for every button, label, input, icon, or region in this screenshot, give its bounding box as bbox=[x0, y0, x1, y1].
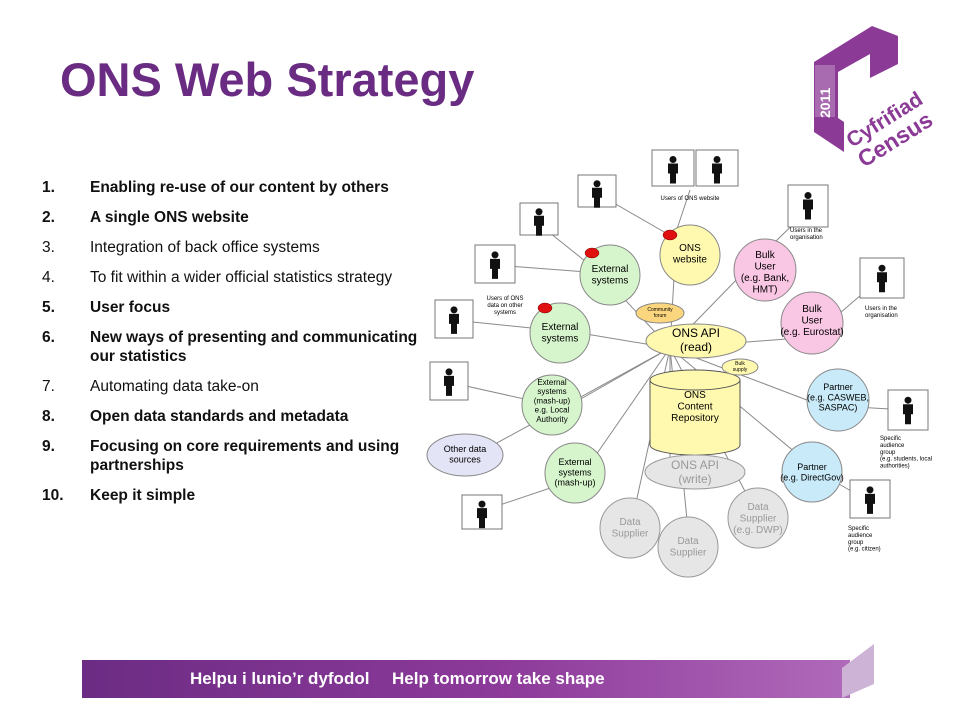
list-item: 7. Automating data take-on bbox=[42, 377, 422, 396]
partner-node-1: Partner(e.g. CASWEB,SASPAC) bbox=[806, 368, 870, 432]
person-boxes bbox=[429, 149, 929, 530]
list-item-text: Automating data take-on bbox=[90, 378, 259, 395]
footer-tail bbox=[842, 644, 874, 698]
person-icon bbox=[787, 184, 829, 228]
list-item: 3. Integration of back office systems bbox=[42, 238, 422, 257]
list-item-number: 4. bbox=[42, 269, 55, 286]
list-item-number: 1. bbox=[42, 179, 55, 196]
list-item-text: To fit within a wider official statistic… bbox=[90, 269, 393, 286]
list-item: 1. Enabling re-use of our content by othe… bbox=[42, 178, 422, 197]
partner-label-2: Partner(e.g. DirectGov) bbox=[780, 462, 844, 482]
list-item: 8. Open data standards and metadata bbox=[42, 407, 422, 426]
person-icon bbox=[859, 257, 905, 299]
api-write-label: ONS API(write) bbox=[671, 458, 719, 486]
list-item-number: 5. bbox=[42, 299, 55, 316]
person-icon bbox=[519, 202, 559, 236]
api-read-node: ONS API(read) bbox=[645, 323, 747, 359]
footer-welsh: Helpu i lunio’r dyfodol bbox=[190, 669, 370, 688]
list-item: 9. Focusing on core requirements and usin… bbox=[42, 437, 422, 475]
person-icon bbox=[695, 149, 739, 187]
list-item: 4. To fit within a wider official statist… bbox=[42, 268, 422, 287]
caption-users-ons-website: Users of ONS website bbox=[660, 196, 720, 202]
list-item: 5. User focus bbox=[42, 298, 422, 317]
list-item-text: A single ONS website bbox=[90, 209, 249, 226]
census-logo: 2011 Cyfrifiad Census bbox=[814, 26, 937, 170]
list-item-number: 10. bbox=[42, 487, 64, 504]
person-icon bbox=[577, 174, 617, 208]
partner-label-1: Partner(e.g. CASWEB,SASPAC) bbox=[807, 382, 869, 413]
list-item-text: Focusing on core requirements and using … bbox=[90, 438, 400, 474]
person-icon bbox=[429, 361, 469, 401]
list-item: 10. Keep it simple bbox=[42, 486, 422, 505]
list-item-number: 9. bbox=[42, 438, 55, 455]
api-write-node: ONS API(write) bbox=[644, 454, 746, 490]
red-markers bbox=[537, 229, 678, 314]
logo-year-box bbox=[815, 65, 835, 117]
footer-banner: Helpu i lunio’r dyfodol Help tomorrow ta… bbox=[82, 660, 850, 698]
list-item: 6. New ways of presenting and communicati… bbox=[42, 328, 422, 366]
list-item-text: Keep it simple bbox=[90, 487, 196, 504]
page-title: ONS Web Strategy bbox=[60, 53, 475, 106]
strategy-list: 1. Enabling re-use of our content by othe… bbox=[42, 178, 422, 516]
partner-node-2: Partner(e.g. DirectGov) bbox=[780, 441, 844, 503]
list-item-number: 3. bbox=[42, 239, 55, 256]
logo-year: 2011 bbox=[817, 87, 833, 118]
person-icon bbox=[849, 479, 891, 519]
list-item-text: Integration of back office systems bbox=[90, 239, 320, 256]
footer-english: Help tomorrow take shape bbox=[392, 669, 605, 688]
list-item-number: 8. bbox=[42, 408, 55, 425]
person-icon bbox=[474, 244, 516, 284]
person-icon bbox=[434, 299, 474, 339]
list-item-text: Enabling re-use of our content by others bbox=[90, 179, 389, 196]
person-icon bbox=[651, 149, 695, 187]
census-c-shape bbox=[814, 26, 898, 152]
list-item: 2. A single ONS website bbox=[42, 208, 422, 227]
list-item-number: 7. bbox=[42, 378, 55, 395]
list-item-text: New ways of presenting and communicating… bbox=[90, 329, 418, 365]
list-item-number: 6. bbox=[42, 329, 55, 346]
list-item-text: User focus bbox=[90, 299, 171, 316]
list-item-number: 2. bbox=[42, 209, 55, 226]
list-item-text: Open data standards and metadata bbox=[90, 408, 349, 425]
person-icon bbox=[461, 494, 503, 530]
api-read-label: ONS API(read) bbox=[672, 326, 720, 354]
person-icon bbox=[887, 389, 929, 431]
